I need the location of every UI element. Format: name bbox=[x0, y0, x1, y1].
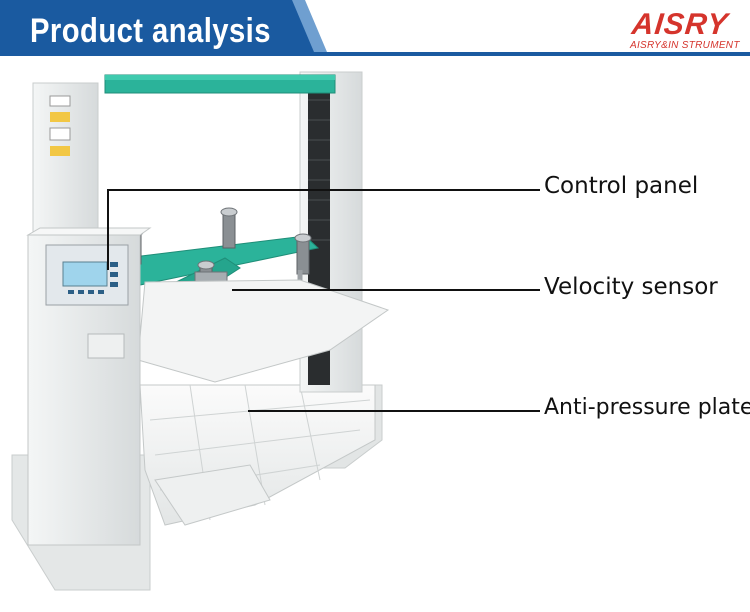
control-screen bbox=[62, 261, 108, 287]
header-rule bbox=[0, 52, 750, 56]
control-panel-leader bbox=[107, 189, 540, 270]
warning-labels bbox=[49, 95, 71, 156]
callout-velocity-sensor: Velocity sensor bbox=[544, 274, 718, 300]
header-title-bar bbox=[0, 0, 322, 52]
control-buttons bbox=[68, 262, 118, 294]
callout-anti-pressure-plate: Anti-pressure plate bbox=[544, 395, 750, 420]
page-title: Product analysis bbox=[30, 12, 271, 50]
header-banner bbox=[0, 0, 750, 62]
callout-control-panel: Control panel bbox=[544, 173, 699, 199]
console-door bbox=[87, 333, 125, 359]
sliding-tray bbox=[154, 464, 271, 526]
machine-illustration bbox=[11, 71, 390, 591]
header-title-accent bbox=[292, 0, 327, 52]
brand-tagline: AISRY&IN STRUMENT bbox=[630, 40, 740, 51]
